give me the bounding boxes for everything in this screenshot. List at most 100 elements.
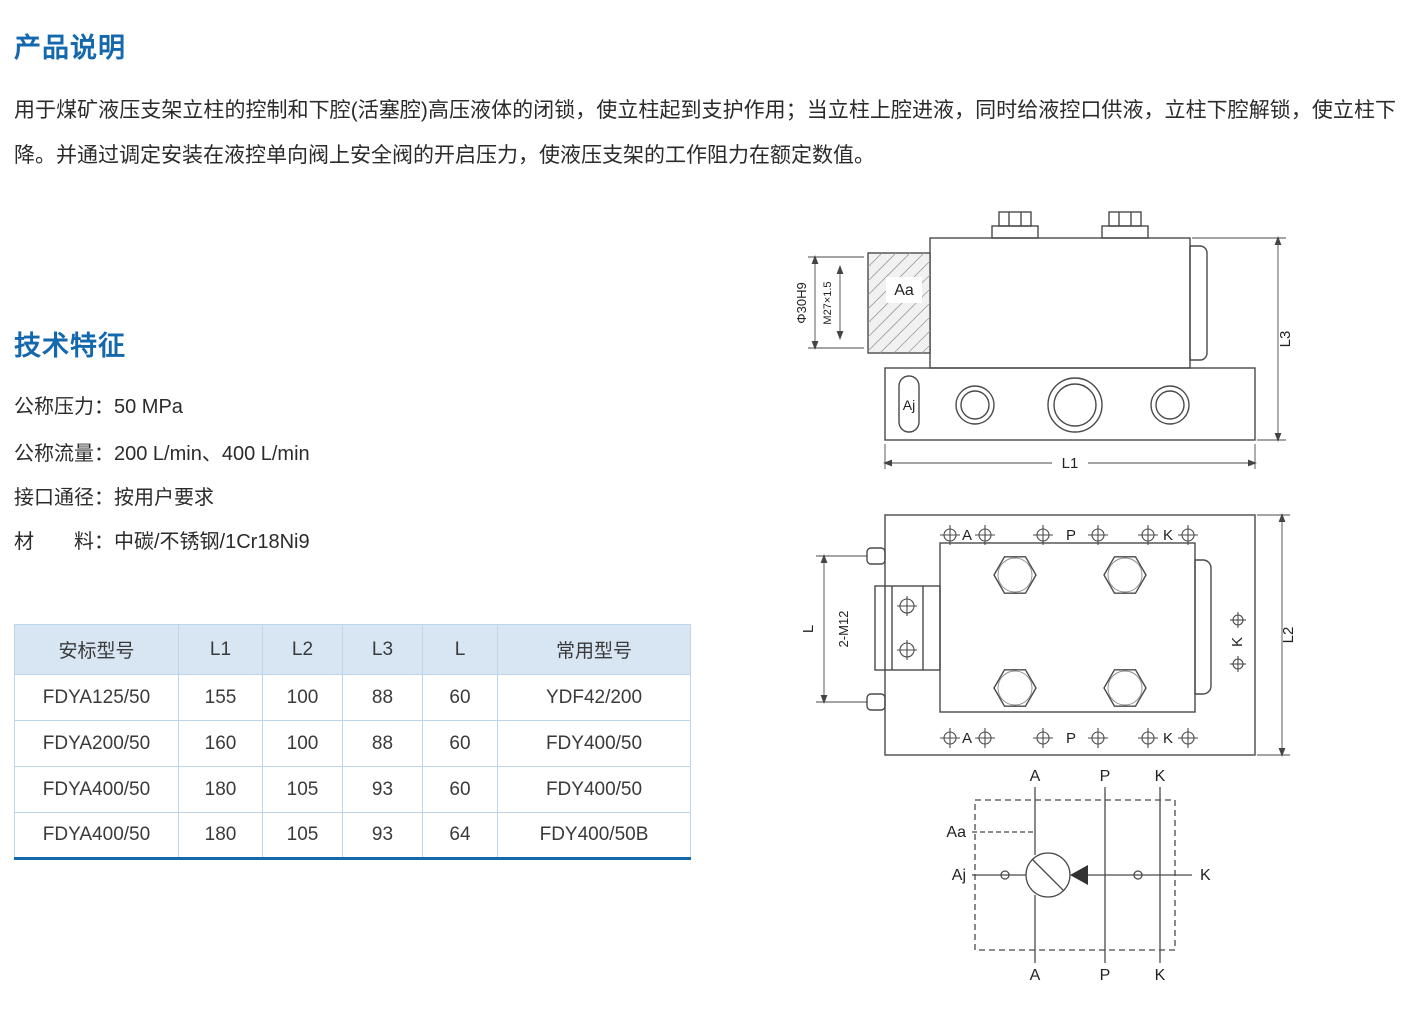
table-cell: FDYA125/50 bbox=[14, 674, 179, 721]
table-cell: 180 bbox=[178, 766, 263, 813]
spec-material-label: 材 料： bbox=[14, 531, 114, 553]
dim-l3-label: L3 bbox=[1277, 331, 1294, 348]
table-cell: 155 bbox=[178, 674, 263, 721]
table-cell: FDY400/50 bbox=[497, 766, 691, 813]
table-row: FDYA200/50 160 100 88 60 FDY400/50 bbox=[14, 720, 691, 767]
spec-pressure: 公称压力：50 MPa bbox=[14, 390, 183, 419]
fitting-port-marks bbox=[897, 596, 917, 660]
table-cell: 88 bbox=[342, 720, 423, 767]
table-cell: FDYA200/50 bbox=[14, 720, 179, 767]
dim-thread-label: M27×1.5 bbox=[822, 281, 834, 324]
k-node bbox=[1133, 870, 1143, 880]
base-plate bbox=[884, 367, 1256, 441]
table-cell: 180 bbox=[178, 812, 263, 860]
spec-flow: 公称流量：200 L/min、400 L/min bbox=[14, 437, 310, 466]
end-cap-top bbox=[1194, 559, 1212, 695]
table-cell: FDYA400/50 bbox=[14, 766, 179, 813]
port-k-top-label: K bbox=[1155, 768, 1166, 785]
port-p-bottom-label: P bbox=[1066, 730, 1076, 747]
table-cell: 105 bbox=[262, 766, 343, 813]
side-fitting-top bbox=[874, 585, 941, 671]
col-header-l2: L2 bbox=[262, 624, 343, 675]
table-cell: FDY400/50B bbox=[497, 812, 691, 860]
product-description: 用于煤矿液压支架立柱的控制和下腔(活塞腔)高压液体的闭锁，使立柱起到支护作用；当… bbox=[14, 99, 1396, 167]
port-p-top-label: P bbox=[1100, 768, 1111, 785]
port-marks-top-row bbox=[940, 525, 1198, 545]
table-cell: 93 bbox=[342, 766, 423, 813]
spec-material-value: 中碳/不锈钢/1Cr18Ni9 bbox=[114, 531, 310, 553]
spec-port-size-label: 接口通径： bbox=[14, 487, 114, 509]
spec-material: 材 料：中碳/不锈钢/1Cr18Ni9 bbox=[14, 525, 310, 554]
table-row: FDYA125/50 155 100 88 60 YDF42/200 bbox=[14, 674, 691, 721]
port-k-right-label: K bbox=[1200, 867, 1211, 884]
top-plug-1 bbox=[991, 211, 1039, 239]
spec-pressure-value: 50 MPa bbox=[114, 396, 183, 418]
bolt-hexagons bbox=[993, 556, 1147, 707]
spec-flow-label: 公称流量： bbox=[14, 443, 114, 465]
spec-port-size-value: 按用户要求 bbox=[114, 487, 214, 509]
table-cell: FDYA400/50 bbox=[14, 812, 179, 860]
port-marks-bottom-row bbox=[940, 728, 1198, 748]
table-cell: FDY400/50 bbox=[497, 720, 691, 767]
drawing-top-view: A P K A P K 2-M12 L L2 K bbox=[800, 513, 1297, 757]
port-k-bottom-label: K bbox=[1163, 730, 1173, 747]
stud-pin-top bbox=[866, 547, 886, 565]
col-header-model: 安标型号 bbox=[14, 624, 179, 675]
valve-body-top bbox=[939, 542, 1196, 713]
port-hole-3 bbox=[1150, 385, 1190, 425]
inlet-fitting bbox=[867, 252, 931, 354]
drawing-schematic: A P K A P K Aa Aj K bbox=[946, 768, 1211, 984]
base-plate-top bbox=[884, 514, 1256, 756]
table-cell: YDF42/200 bbox=[497, 674, 691, 721]
stud-pin-bottom bbox=[866, 693, 886, 711]
table-row: FDYA400/50 180 105 93 64 FDY400/50B bbox=[14, 812, 691, 860]
table-cell: 100 bbox=[262, 674, 343, 721]
valve-seat bbox=[1070, 865, 1088, 885]
top-plug-2 bbox=[1101, 211, 1149, 239]
table-cell: 93 bbox=[342, 812, 423, 860]
table-cell: 100 bbox=[262, 720, 343, 767]
drawing-side-view: Aa Aj Φ30H9 M27×1.5 L3 L1 bbox=[794, 211, 1294, 472]
port-aj-label: Aj bbox=[952, 867, 966, 884]
dim-l1-label: L1 bbox=[1062, 455, 1079, 472]
port-aj-label: Aj bbox=[903, 397, 915, 413]
table-cell: 60 bbox=[422, 720, 498, 767]
dim-l2-label: L2 bbox=[1280, 627, 1297, 644]
spec-flow-value: 200 L/min、400 L/min bbox=[114, 443, 310, 465]
table-header-row: 安标型号 L1 L2 L3 L 常用型号 bbox=[14, 624, 691, 675]
table-cell: 60 bbox=[422, 674, 498, 721]
valve-body bbox=[929, 237, 1191, 369]
port-a-bottom-label: A bbox=[962, 730, 972, 747]
port-a-top-label: A bbox=[962, 527, 972, 544]
port-p-bottom-label: P bbox=[1100, 967, 1111, 984]
port-aa-label: Aa bbox=[946, 824, 966, 841]
dimension-arrows bbox=[811, 236, 1282, 467]
port-a-bottom-label: A bbox=[1030, 967, 1041, 984]
port-hole-2 bbox=[1047, 377, 1103, 433]
table-cell: 64 bbox=[422, 812, 498, 860]
port-k-bottom-label: K bbox=[1155, 967, 1166, 984]
port-p-top-label: P bbox=[1066, 527, 1076, 544]
col-header-common-model: 常用型号 bbox=[497, 624, 691, 675]
table-cell: 60 bbox=[422, 766, 498, 813]
section-title-product: 产品说明 bbox=[14, 33, 126, 63]
end-cap bbox=[1189, 245, 1208, 361]
table-cell: 105 bbox=[262, 812, 343, 860]
dimension-lines bbox=[808, 237, 1286, 469]
ball-chord bbox=[1031, 858, 1065, 892]
spec-pressure-label: 公称压力： bbox=[14, 396, 114, 418]
k-side-marks bbox=[1230, 612, 1246, 672]
port-hole-1 bbox=[955, 385, 995, 425]
aj-slot bbox=[898, 375, 920, 433]
port-aa-label: Aa bbox=[894, 282, 914, 299]
aj-node bbox=[1000, 870, 1010, 880]
dim-phi-label: Φ30H9 bbox=[794, 282, 809, 323]
dimension-lines bbox=[816, 514, 1290, 756]
col-header-l3: L3 bbox=[342, 624, 423, 675]
dim-2m12-label: 2-M12 bbox=[836, 611, 851, 648]
port-k-right-label: K bbox=[1229, 637, 1246, 647]
col-header-l1: L1 bbox=[178, 624, 263, 675]
col-header-l: L bbox=[422, 624, 498, 675]
port-a-top-label: A bbox=[1030, 768, 1041, 785]
